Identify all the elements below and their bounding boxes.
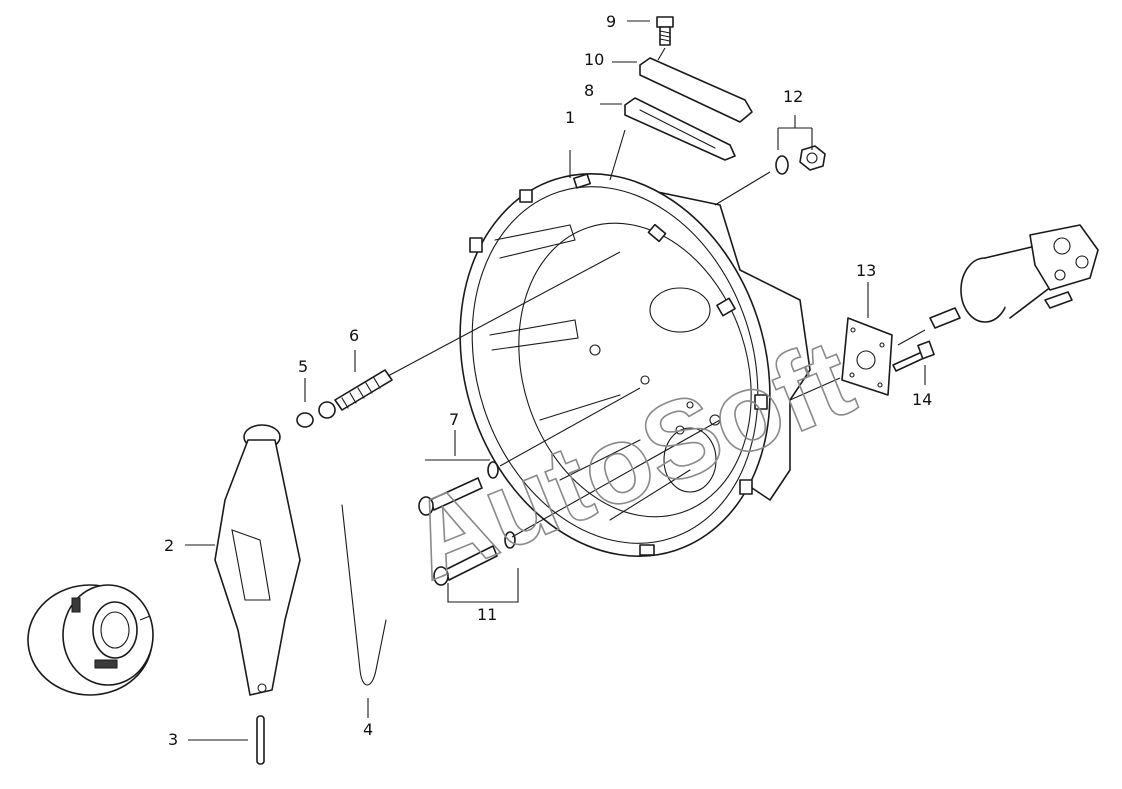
gasket bbox=[624, 97, 736, 161]
assembly-lines bbox=[139, 47, 926, 621]
spring bbox=[334, 369, 393, 411]
bolt bbox=[656, 16, 674, 46]
callout-4: 4 bbox=[363, 720, 373, 739]
bolt-with-washer bbox=[418, 461, 499, 516]
slave-cylinder bbox=[929, 224, 1099, 329]
callout-13: 13 bbox=[856, 261, 876, 280]
callout-3: 3 bbox=[168, 730, 178, 749]
release-fork bbox=[214, 424, 301, 696]
callout-12: 12 bbox=[783, 87, 803, 106]
nut-and-washer bbox=[775, 145, 826, 175]
flange-plate bbox=[841, 317, 893, 396]
release-bearing bbox=[27, 584, 154, 696]
callout-11: 11 bbox=[477, 605, 497, 624]
bolt bbox=[892, 340, 935, 372]
callout-labels: 1 2 3 4 5 6 7 8 9 10 11 12 13 14 bbox=[164, 12, 932, 749]
callout-10: 10 bbox=[584, 50, 604, 69]
callout-5: 5 bbox=[298, 357, 308, 376]
cover-plate bbox=[639, 57, 753, 123]
callout-7: 7 bbox=[449, 410, 459, 429]
bolts-with-washers bbox=[433, 531, 516, 586]
spring-clip bbox=[341, 504, 387, 686]
ball-cap bbox=[296, 401, 336, 428]
callout-8: 8 bbox=[584, 81, 594, 100]
callout-14: 14 bbox=[912, 390, 932, 409]
pin bbox=[256, 715, 265, 765]
callout-leaders bbox=[185, 20, 926, 741]
callout-2: 2 bbox=[164, 536, 174, 555]
callout-1: 1 bbox=[565, 108, 575, 127]
callout-9: 9 bbox=[606, 12, 616, 31]
clutch-housing bbox=[459, 173, 811, 557]
callout-6: 6 bbox=[349, 326, 359, 345]
